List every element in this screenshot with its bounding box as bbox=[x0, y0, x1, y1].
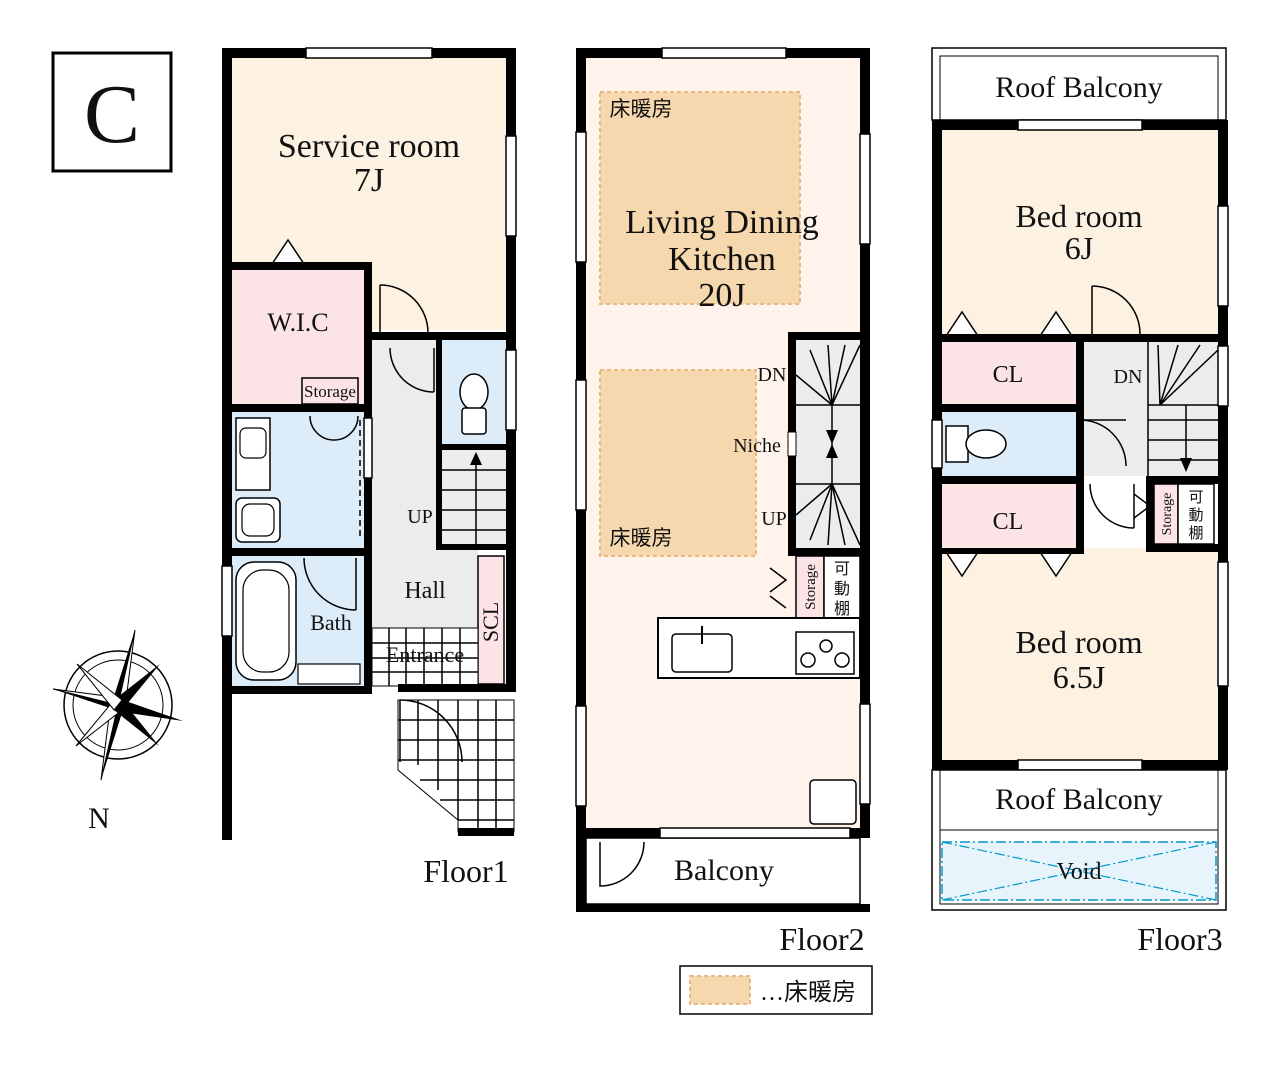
floor2-heating-top-label: 床暖房 bbox=[610, 97, 673, 121]
floor3-roof-top-label: Roof Balcony bbox=[995, 71, 1162, 104]
floor2-shelf-char1: 可 bbox=[834, 561, 850, 578]
floor3-cl1 bbox=[942, 342, 1076, 404]
floor2-storage-label: Storage bbox=[803, 564, 819, 610]
floor1-service-room-size: 7J bbox=[354, 162, 384, 199]
floor2-shelf-char2: 動 bbox=[834, 580, 850, 598]
floor1-service-room-label: Service room bbox=[278, 128, 460, 165]
floor3-stairs bbox=[1084, 342, 1218, 476]
legend-label: …床暖房 bbox=[760, 979, 856, 1006]
floor3-shelf-char1: 可 bbox=[1188, 490, 1203, 506]
floor1-storage-label: Storage bbox=[304, 382, 356, 401]
floor2-stairs bbox=[796, 340, 860, 548]
floor3-label: Floor3 bbox=[1137, 921, 1222, 957]
legend: …床暖房 bbox=[679, 965, 873, 1015]
floor2-plan: 床暖房 Living Dining Kitchen 20J 床暖房 DN Nic… bbox=[575, 47, 871, 957]
floor3-roof-bottom-label: Roof Balcony bbox=[995, 783, 1162, 816]
compass-rose-icon bbox=[52, 629, 183, 781]
floor2-heating-bottom-label: 床暖房 bbox=[610, 526, 673, 550]
floor2-up-label: UP bbox=[761, 508, 787, 530]
floor2-heating-top bbox=[599, 91, 801, 305]
floor3-cl2-label: CL bbox=[993, 509, 1024, 535]
plan-badge: C bbox=[51, 51, 173, 173]
floor3-cl2 bbox=[942, 484, 1076, 548]
floor2-label: Floor2 bbox=[779, 921, 864, 957]
floor2-ldk-size: 20J bbox=[698, 277, 745, 314]
floor3-shelf-char2: 動 bbox=[1188, 507, 1203, 524]
floor2-balcony-label: Balcony bbox=[674, 854, 774, 887]
floor2-heating-bottom bbox=[599, 369, 757, 557]
floor3-bedroom1 bbox=[942, 130, 1218, 334]
floor3-storage-label: Storage bbox=[1160, 493, 1175, 536]
floor3-stairs-lines bbox=[1147, 342, 1219, 476]
floor1-scl-label: SCL bbox=[478, 602, 503, 642]
plan-badge-letter: C bbox=[84, 68, 140, 161]
floor2-shelf-char3: 棚 bbox=[834, 600, 850, 618]
floor3-toilet-icon bbox=[945, 425, 1007, 463]
floor2-dn-label: DN bbox=[758, 364, 787, 386]
floor1-washbasin-icon bbox=[235, 417, 281, 543]
floor3-bed2-size: 6.5J bbox=[1053, 659, 1105, 695]
floor3-bed1-size: 6J bbox=[1065, 230, 1093, 266]
floor2-fridge bbox=[809, 779, 857, 825]
floor1-wic-label: W.I.C bbox=[267, 308, 328, 337]
floor1-plan: Service room 7J W.I.C Storage Bath UP Ha… bbox=[221, 47, 517, 889]
floor3-void-label: Void bbox=[1057, 859, 1102, 885]
floor3-shelf-char3: 棚 bbox=[1188, 525, 1203, 542]
floor1-entrance-label: Entrance bbox=[386, 642, 464, 667]
floor3-plan: Roof Balcony Bed room 6J CL DN CL Storag… bbox=[931, 47, 1229, 957]
floor2-ldk-line2: Kitchen bbox=[668, 241, 776, 278]
floor2-ldk-line1: Living Dining bbox=[625, 204, 819, 241]
floor1-stairs bbox=[440, 452, 508, 545]
floor1-label: Floor1 bbox=[423, 853, 508, 889]
floor2-kitchen-counter bbox=[657, 617, 861, 679]
floor3-cl1-label: CL bbox=[993, 362, 1024, 388]
floor3-bed1-label: Bed room bbox=[1015, 198, 1142, 234]
floor3-bedroom2 bbox=[942, 548, 1218, 760]
floor1-bathtub-icon bbox=[235, 561, 361, 685]
floor2-stairs-lines bbox=[795, 344, 861, 546]
floor1-scl bbox=[477, 555, 505, 685]
compass-north-label: N bbox=[88, 802, 110, 835]
floor3-roof-balcony-top bbox=[931, 47, 1227, 121]
floor1-bath-label: Bath bbox=[310, 610, 352, 635]
floor1-toilet-icon bbox=[459, 373, 489, 435]
floor2-niche-label: Niche bbox=[733, 435, 781, 457]
floor3-bed2-label: Bed room bbox=[1015, 624, 1142, 660]
floor1-hall-label: Hall bbox=[404, 578, 446, 604]
floor3-dn-label: DN bbox=[1114, 366, 1143, 388]
legend-heating-swatch bbox=[689, 975, 751, 1005]
floor2-niche bbox=[787, 431, 797, 457]
floor3-void bbox=[941, 841, 1217, 901]
floor1-up-label: UP bbox=[407, 506, 433, 528]
floor1-entrance-tiles bbox=[371, 627, 515, 836]
